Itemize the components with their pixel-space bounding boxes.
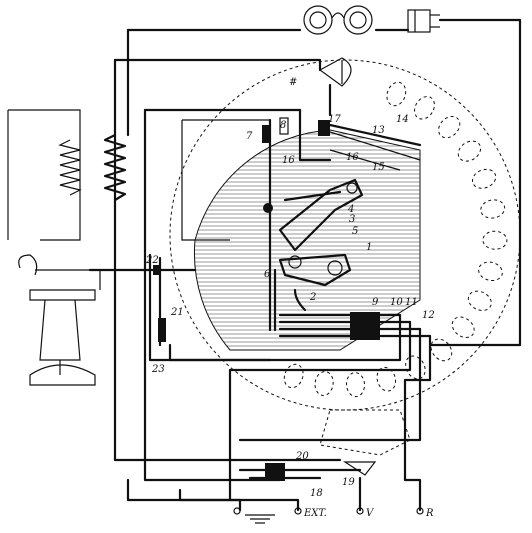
label-12: 12 (422, 310, 435, 321)
wire-contact-12 (403, 334, 432, 512)
label-2: 2 (309, 292, 316, 303)
label-8: 8 (280, 120, 286, 131)
wire-17 (298, 108, 332, 162)
bell-clapper (331, 12, 345, 19)
label-4: 4 (347, 204, 354, 215)
label-13: 13 (372, 125, 385, 136)
spring-2 (293, 288, 307, 312)
label-23: 23 (151, 364, 165, 375)
label-v: V (366, 508, 375, 519)
label-16a: 16 (282, 155, 295, 166)
induction-coil-left-icon (58, 139, 82, 196)
dial-hole (457, 140, 482, 162)
wire-ext (178, 488, 300, 512)
spring-15 (329, 149, 401, 171)
cam-pin (288, 255, 302, 269)
wire-contact-11 (238, 327, 422, 442)
wire-right-return (428, 18, 522, 347)
contact-insulator (350, 312, 380, 340)
label-15: 15 (372, 162, 385, 173)
label-19: 19 (342, 477, 355, 488)
induction-coil-right-icon (103, 133, 127, 202)
wire-ground (126, 478, 242, 512)
label-3: 3 (349, 214, 355, 225)
label-16b: 16 (346, 152, 359, 163)
label-22: 22 (145, 255, 159, 266)
stand-top (29, 289, 96, 301)
label-r: R (425, 508, 434, 519)
label-10: 10 (390, 297, 403, 308)
lower-cam-outline (319, 409, 411, 456)
coil-left-frame (8, 109, 81, 241)
contact-22 (153, 265, 160, 275)
label-18: 18 (310, 488, 323, 499)
dial-hole (386, 81, 407, 107)
wire-receiver-feed (113, 58, 322, 72)
dial-hole (451, 316, 475, 339)
spring-14 (329, 131, 421, 161)
pushbutton-19-icon (342, 461, 377, 476)
label-7: 7 (246, 131, 253, 142)
contact-17 (318, 120, 330, 136)
bell-left-icon (303, 5, 333, 35)
label-21: 21 (170, 307, 184, 318)
transmitter-arm (35, 269, 101, 290)
spring-13 (328, 123, 422, 147)
dial-hole (482, 230, 508, 250)
lever-pivot (346, 182, 358, 194)
dial-hole (376, 366, 397, 392)
label-9: 9 (372, 297, 379, 308)
contact-7 (262, 125, 270, 143)
terminal-ext (294, 507, 302, 515)
terminal-ground (233, 507, 241, 515)
bell-right-inner (349, 11, 367, 29)
contact-8 (279, 117, 289, 135)
dial-hole (314, 371, 334, 396)
label-14: 14 (396, 114, 409, 125)
capacitor-icon (407, 9, 431, 33)
bell-left-inner (309, 11, 327, 29)
wire-contact-10 (228, 320, 412, 502)
receiver-icon (318, 57, 352, 87)
dial-hole (438, 115, 461, 139)
label-hash: # (289, 77, 297, 88)
label-20: 20 (295, 451, 309, 462)
cam-1 (278, 253, 352, 287)
wire-inner-left (143, 108, 282, 482)
switch-insulator (265, 463, 285, 481)
label-ext: EXT. (303, 508, 327, 519)
insulator-21 (158, 318, 166, 342)
cam-wheel (327, 260, 343, 276)
bell-right-icon (343, 5, 373, 35)
transmitter-mouthpiece-icon (18, 254, 38, 276)
dial-hole (414, 96, 435, 120)
dial-hole (478, 261, 503, 282)
dial-hole (471, 168, 497, 189)
stand-base (29, 364, 96, 386)
pivot-6 (263, 203, 273, 213)
frame-7 (181, 120, 230, 241)
stand-shaft (39, 299, 81, 361)
dial-hole (430, 338, 453, 362)
label-17: 17 (328, 114, 341, 125)
lever-arm-3 (283, 190, 342, 202)
terminal-v (356, 507, 364, 515)
dial-hole (480, 199, 506, 219)
label-5: 5 (352, 226, 358, 237)
dial-hole (405, 355, 426, 380)
wire-contact-9 (168, 313, 402, 362)
terminal-r (416, 507, 424, 515)
dial-finger-holes (283, 81, 508, 398)
dial-hole (283, 363, 304, 389)
label-11: 11 (405, 297, 418, 308)
dial-hole (467, 290, 492, 311)
dial-hole (345, 372, 366, 398)
dial-lever-4 (278, 178, 364, 252)
wire-left-main (113, 58, 237, 462)
label-1: 1 (366, 242, 372, 253)
label-6: 6 (264, 269, 271, 280)
